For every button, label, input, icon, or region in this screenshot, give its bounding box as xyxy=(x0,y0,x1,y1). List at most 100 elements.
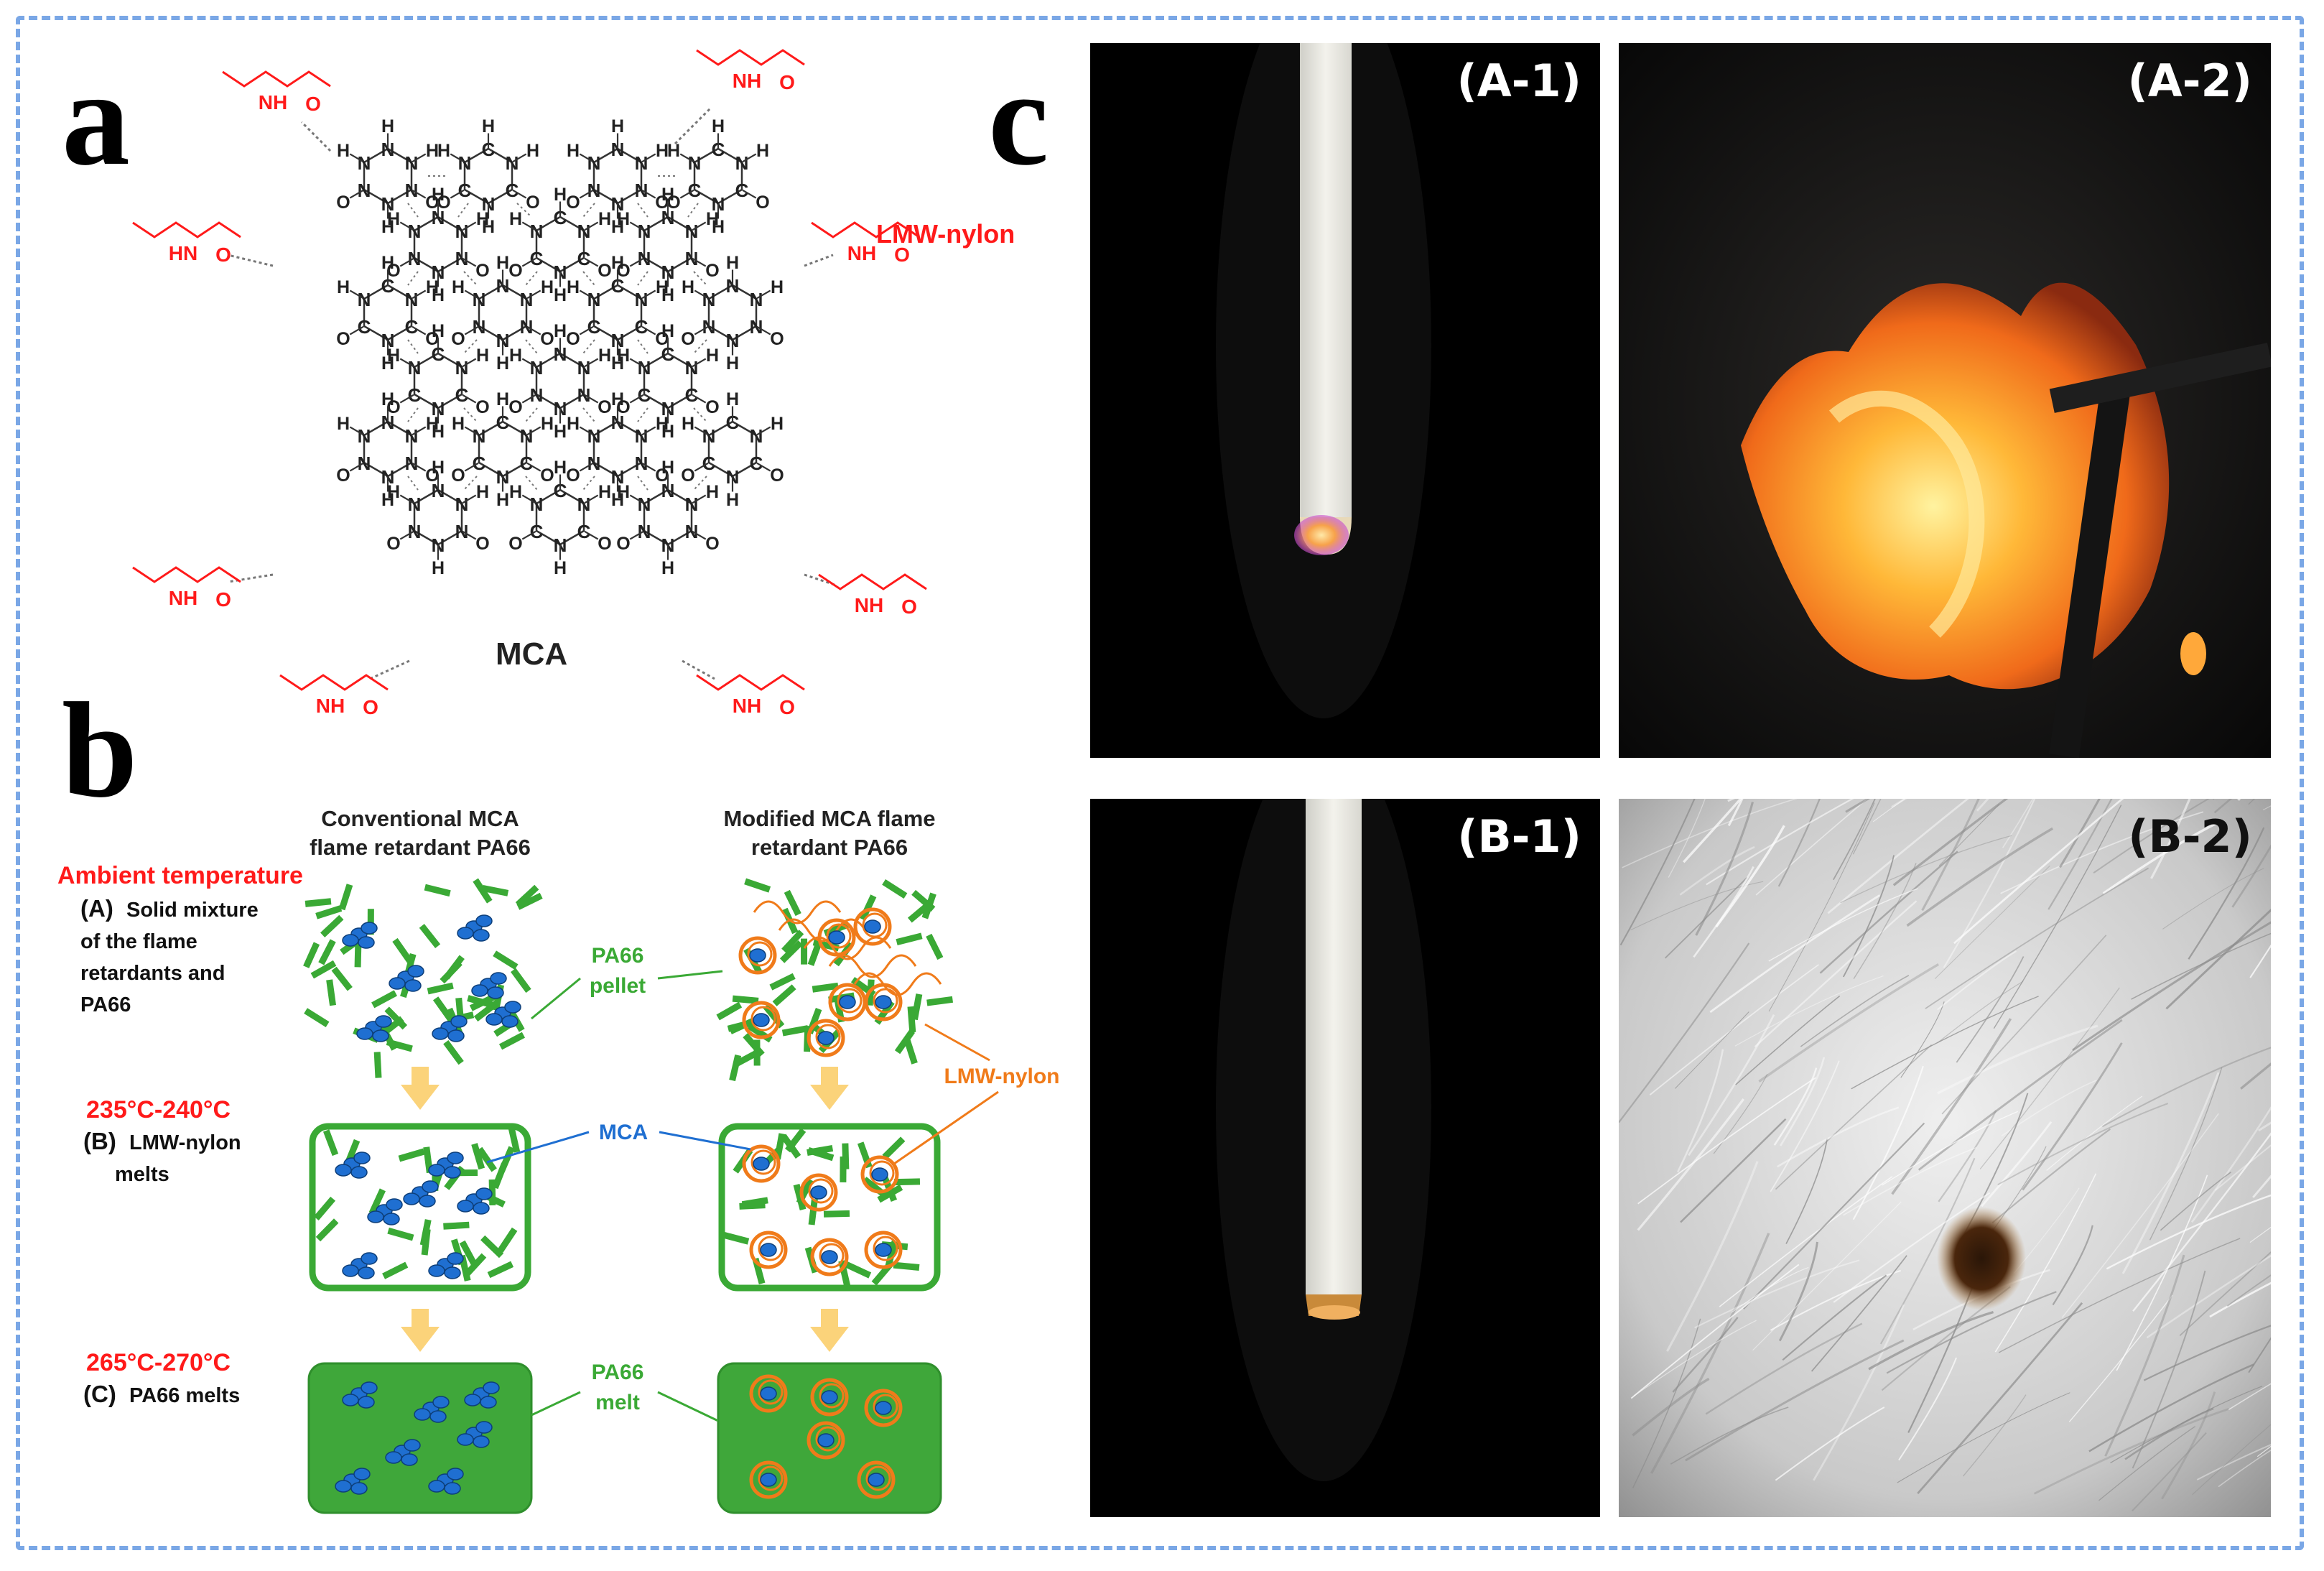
substituent-atom: O xyxy=(508,397,522,417)
fiber-strand xyxy=(2146,1254,2271,1339)
mca-core xyxy=(821,1390,838,1404)
substituent-atom: H xyxy=(387,482,400,502)
hydrogen-bond xyxy=(407,271,419,286)
substituent-bond xyxy=(349,426,364,436)
pa66-segment xyxy=(459,1240,478,1266)
ring-atom: C xyxy=(554,480,567,501)
fiber-strand xyxy=(2052,1225,2093,1306)
ring-atom: N xyxy=(577,384,591,406)
fiber-strand xyxy=(1898,1357,1958,1461)
substituent-atom: O xyxy=(616,261,630,281)
fiber-strand xyxy=(1998,1238,2241,1353)
fiber-strand xyxy=(1991,1128,2111,1224)
ring-bond xyxy=(363,147,413,205)
arrow-conv-b-c xyxy=(401,1309,440,1352)
substituent-atom: H xyxy=(337,141,350,161)
mca-core xyxy=(875,995,892,1009)
substituent-bond xyxy=(349,289,364,300)
ring-atom: N xyxy=(358,425,371,447)
substituent-bond xyxy=(756,289,771,300)
substituent-bond xyxy=(756,426,771,436)
fiber-strand xyxy=(2228,1383,2271,1411)
substituent-bond xyxy=(694,462,709,472)
substituent-atom: H xyxy=(682,414,694,434)
hydrogen-bond xyxy=(637,203,649,218)
ring-bond xyxy=(592,420,643,478)
substituent-bond xyxy=(521,394,536,404)
mca-particle xyxy=(428,1164,445,1177)
ring-atom: N xyxy=(587,180,601,201)
ring-atom: N xyxy=(688,152,702,174)
fiber-strand xyxy=(1758,963,1940,1083)
fiber-strand xyxy=(2072,921,2271,1052)
fiber-strand xyxy=(1622,799,1798,868)
ring-atom: N xyxy=(702,289,716,310)
substituent-bond xyxy=(462,358,477,368)
photo-b1-flame-test: (B-1) xyxy=(1090,799,1600,1517)
substituent-atom: H xyxy=(432,422,445,442)
hydrogen-bond xyxy=(407,339,419,354)
mca-core xyxy=(871,1167,888,1182)
pa66-segment xyxy=(716,1001,743,1021)
mca-particle xyxy=(407,965,424,978)
ring-atom: C xyxy=(554,207,567,228)
substituent-atom: O xyxy=(598,261,611,281)
ring-atom: N xyxy=(530,493,544,515)
fiber-strand xyxy=(1997,1103,2169,1186)
substituent-atom: H xyxy=(381,253,394,273)
substituent-bond xyxy=(629,394,644,404)
ring-atom: N xyxy=(750,425,763,447)
ring-bond xyxy=(643,488,693,546)
pa66-segment xyxy=(808,1198,818,1225)
fiber-strand xyxy=(1819,851,1958,974)
substituent-atom: H xyxy=(381,217,394,237)
substituent-atom: H xyxy=(706,346,719,366)
substituent-bond xyxy=(412,426,427,436)
pointer-melt-left xyxy=(531,1391,581,1417)
mca-particle xyxy=(404,979,422,992)
fiber-strand xyxy=(1840,835,2012,904)
ring-atom: N xyxy=(408,521,422,542)
substituent-bond xyxy=(584,494,599,504)
fiber-strand xyxy=(2132,1432,2207,1511)
fiber-strand xyxy=(2209,1282,2271,1318)
mca-particle xyxy=(490,972,507,985)
hydrogen-bond xyxy=(525,407,538,422)
lmw-nylon-strand xyxy=(803,936,892,960)
hydrogen-bond xyxy=(463,339,478,354)
pa66-segment xyxy=(859,894,877,921)
lmw-nylon-coil-inner xyxy=(815,1426,841,1452)
mca-particle xyxy=(457,927,474,940)
pa66-segment xyxy=(371,990,398,1009)
stage-a-tag: (A) xyxy=(80,895,113,922)
chain-amide-atom: NH xyxy=(259,91,287,113)
chain-amide-atom: NH xyxy=(169,587,197,609)
fiber-strand xyxy=(2102,820,2221,895)
panel-letter-a: a xyxy=(62,43,130,194)
fiber-strand xyxy=(1953,799,2124,945)
fiber-strand xyxy=(1782,1274,1887,1361)
ring-atom: N xyxy=(473,425,486,447)
lmw-nylon-coil-inner xyxy=(758,1379,784,1405)
ring-atom: N xyxy=(638,221,651,242)
substituent-bond xyxy=(742,153,757,163)
mca-particle xyxy=(342,1264,359,1277)
mca-particle xyxy=(428,1480,445,1493)
fiber-strand xyxy=(1827,799,1970,914)
ring-atom: N xyxy=(455,521,469,542)
ring-atom: N xyxy=(638,357,651,379)
ring-atom: C xyxy=(432,343,445,365)
ring-atom: N xyxy=(577,357,591,379)
substituent-bond xyxy=(450,153,465,163)
substituent-atom: O xyxy=(425,193,439,213)
pa66-segment xyxy=(304,1008,330,1027)
hydrogen-bond xyxy=(582,476,595,491)
hydrogen-bond xyxy=(463,476,478,491)
substituent-bond xyxy=(512,153,527,163)
pa66-segment xyxy=(921,892,936,919)
substituent-atom: O xyxy=(425,329,439,349)
fiber-strand xyxy=(1649,964,1819,1095)
mca-particle xyxy=(444,1166,461,1179)
pa66-segment xyxy=(807,939,823,966)
substituent-atom: H xyxy=(476,209,489,229)
